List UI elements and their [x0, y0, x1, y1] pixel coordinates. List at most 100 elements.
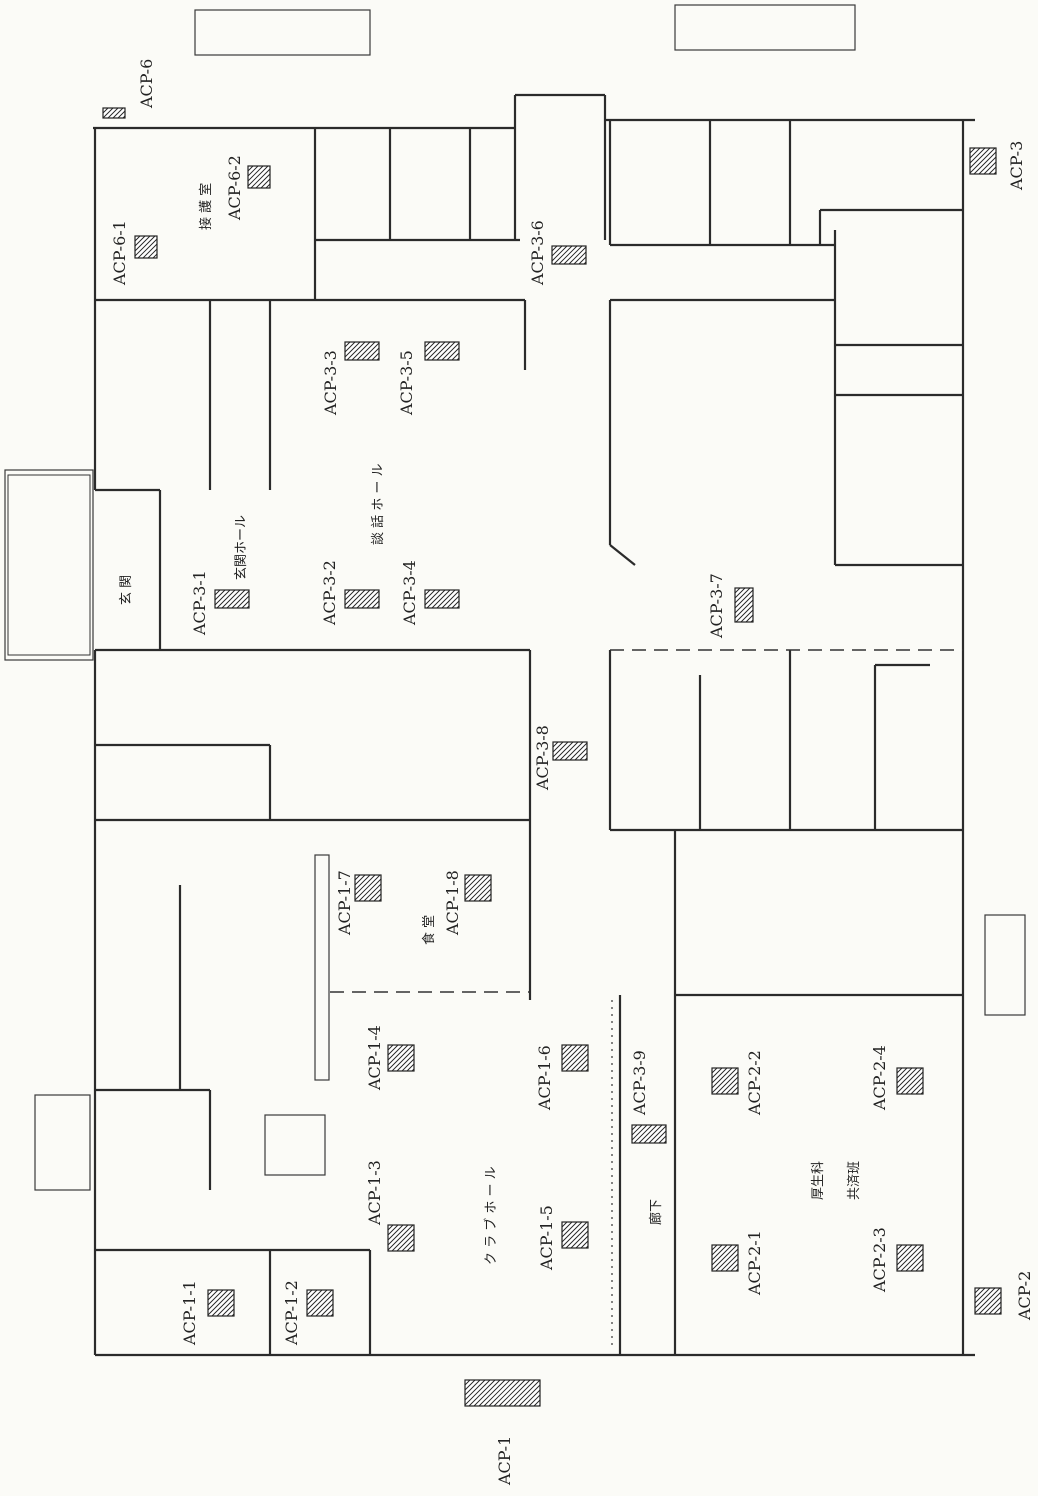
hatch-line — [366, 595, 380, 609]
hatch-line — [570, 1230, 589, 1249]
hatch-line — [638, 1124, 658, 1144]
hatch-line — [993, 171, 997, 175]
hatch-line — [915, 1086, 924, 1095]
ac-label-acp-3-1: ACP-3-1 — [190, 570, 209, 636]
hatch-line — [730, 1263, 739, 1272]
hatch-line — [734, 594, 754, 614]
hatch-line — [478, 1379, 506, 1407]
hatch-line — [424, 341, 431, 348]
hatch-line — [260, 178, 271, 189]
ac-unit-acp-6-1 — [134, 235, 158, 259]
hatch-line — [920, 1268, 924, 1272]
ac-label-acp-6-1: ACP-6-1 — [110, 220, 129, 286]
hatch-line — [969, 147, 996, 174]
hatch-line — [464, 1379, 481, 1396]
hatch-line — [361, 590, 380, 609]
hatch-line — [320, 1303, 334, 1317]
hatch-line — [575, 1058, 589, 1072]
hatch-line — [371, 600, 380, 609]
hatch-line — [426, 589, 446, 609]
hatch-line — [356, 341, 376, 361]
hatch-line — [993, 1306, 1002, 1315]
hatch-line — [998, 1311, 1002, 1315]
hatch-line — [508, 1379, 536, 1407]
hatch-line — [426, 341, 446, 361]
hatch-line — [498, 1379, 526, 1407]
hatch-line — [551, 245, 563, 257]
hatch-line — [424, 589, 436, 601]
ac-label-acp-3-7: ACP-3-7 — [707, 573, 726, 639]
hatch-line — [221, 589, 241, 609]
hatch-line — [330, 1313, 334, 1317]
hatch-line — [473, 1379, 501, 1407]
hatch-line — [431, 589, 451, 609]
hatch-line — [483, 893, 492, 902]
hatch-line — [464, 874, 471, 881]
hatch-line — [358, 878, 382, 902]
hatch-line — [910, 1081, 924, 1095]
hatch-line — [406, 1243, 415, 1252]
hatch-line — [711, 1067, 718, 1074]
hatch-line — [464, 874, 476, 886]
hatch-line — [247, 165, 254, 172]
hatch-line — [896, 1067, 918, 1089]
hatch-line — [558, 245, 578, 265]
ac-label-acp-2-1: ACP-2-1 — [745, 1230, 764, 1296]
ac-label-acp-3-6: ACP-3-6 — [528, 220, 547, 286]
ac-label-acp-6: ACP-6 — [137, 59, 156, 109]
hatch-line — [561, 1044, 578, 1061]
hatch-line — [563, 245, 583, 265]
hatch-line — [344, 589, 356, 601]
hatch-line — [411, 1068, 415, 1072]
hatch-line — [241, 600, 250, 609]
hatch-line — [431, 341, 451, 361]
hatch-line — [573, 251, 587, 265]
hatch-line — [102, 107, 109, 114]
ac-label-acp-1-2: ACP-1-2 — [282, 1280, 301, 1346]
hatch-line — [564, 741, 584, 761]
hatch-line — [643, 1124, 663, 1144]
hatch-line — [396, 1053, 415, 1072]
hatch-line — [561, 1221, 573, 1233]
hatch-line — [236, 595, 250, 609]
hatch-line — [363, 883, 382, 902]
hatch-line — [391, 1228, 415, 1252]
hatch-line — [134, 235, 141, 242]
hatch-line — [255, 173, 271, 189]
ac-label-acp-1-7: ACP-1-7 — [335, 870, 354, 936]
ac-label-acp-3-2: ACP-3-2 — [320, 560, 339, 626]
hatch-line — [436, 589, 456, 609]
hatch-line — [424, 589, 431, 596]
hatch-line — [401, 1238, 415, 1252]
room-welfare-group: 共済班 — [846, 1161, 862, 1200]
ac-label-acp-3-4: ACP-3-4 — [400, 560, 419, 626]
hatch-line — [464, 1379, 486, 1401]
hatch-line — [346, 341, 366, 361]
hatch-line — [396, 1233, 415, 1252]
walls — [4, 4, 1026, 1357]
hatch-line — [373, 893, 382, 902]
hatch-line — [344, 341, 351, 348]
ac-label-acp-3: ACP-3 — [1007, 141, 1026, 191]
hatch-line — [468, 1379, 496, 1407]
hatch-line — [207, 1289, 224, 1306]
hatch-line — [441, 342, 460, 361]
hatch-line — [896, 1244, 908, 1256]
hatch-line — [896, 1244, 923, 1271]
hatch-line — [152, 253, 158, 259]
hatch-line — [247, 165, 269, 187]
hatch-line — [122, 115, 126, 119]
hatch-line — [551, 245, 558, 252]
hatch-line — [134, 235, 151, 252]
ac-label-acp-6-2: ACP-6-2 — [225, 155, 244, 221]
hatch-line — [306, 1289, 323, 1306]
ac-label-acp-1-1: ACP-1-1 — [180, 1280, 199, 1346]
hatch-line — [306, 1289, 318, 1301]
hatch-line — [579, 752, 588, 761]
hatch-line — [554, 741, 574, 761]
hatch-line — [134, 235, 156, 257]
hatch-line — [473, 883, 492, 902]
hatch-line — [424, 341, 441, 358]
hatch-line — [578, 256, 587, 265]
room-corridor: 廊下 — [648, 1199, 664, 1225]
